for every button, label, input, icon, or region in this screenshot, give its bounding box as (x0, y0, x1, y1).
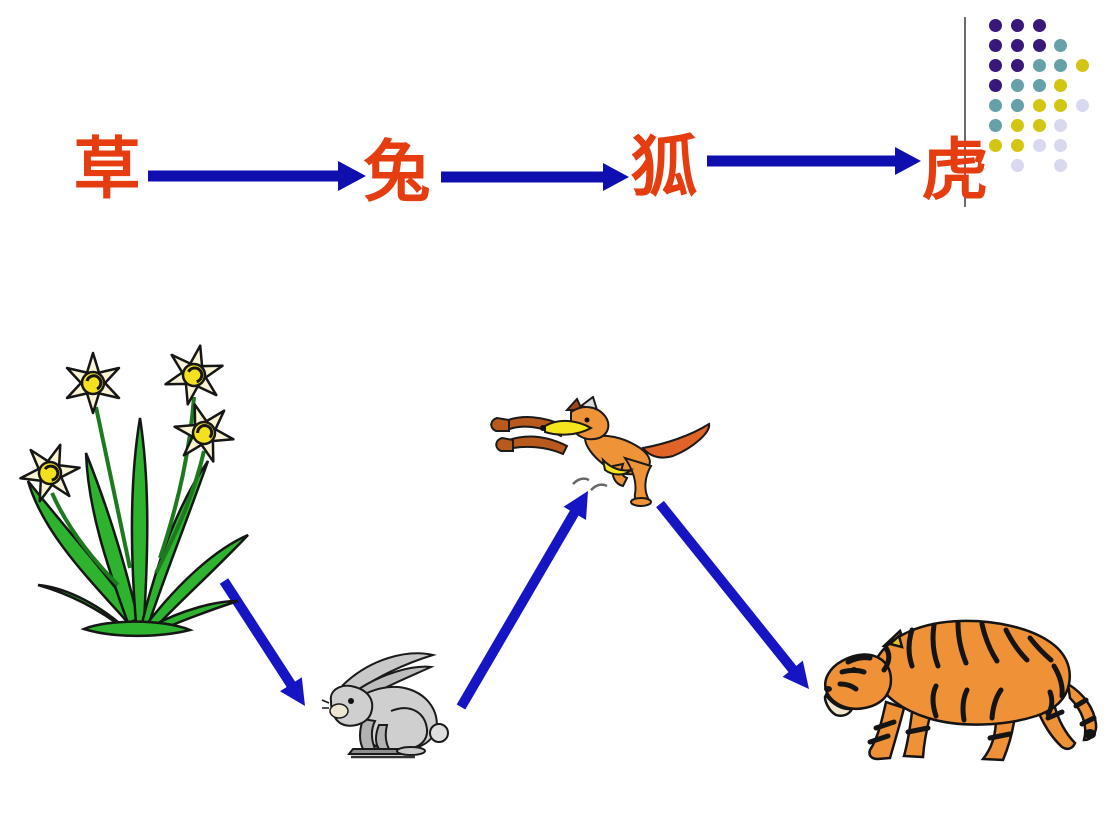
chain-arrows (148, 147, 921, 191)
chain-node-rabbit: 兔 (363, 136, 431, 210)
gray-rabbit-illustration (321, 652, 449, 759)
daffodil-flower (18, 434, 87, 512)
tiger-nose (824, 686, 832, 692)
arrow-plant-to-rabbit-shaft (219, 578, 297, 689)
decoration-dot (1032, 39, 1046, 52)
fox-motion-lines (572, 477, 608, 491)
arrow-rabbit-to-fox-head (563, 491, 588, 520)
decoration-dot (1054, 39, 1068, 52)
tiger-eye (851, 667, 857, 673)
decoration-dot (1054, 139, 1068, 152)
vertical-rule-decoration (964, 17, 966, 207)
decoration-dot (1010, 99, 1024, 112)
rabbit-eye (348, 698, 354, 704)
decoration-dot (989, 99, 1002, 112)
arrow-fox-to-tiger-shaft (656, 500, 798, 675)
decoration-dot (989, 19, 1002, 32)
decoration-dot (1010, 79, 1024, 92)
decoration-dot (1076, 99, 1090, 112)
walking-tiger-illustration (823, 619, 1098, 762)
chain-node-grass: 草 (73, 133, 141, 207)
decoration-dot (989, 39, 1002, 52)
leaping-fox-illustration (490, 396, 711, 507)
daffodil-flower (65, 351, 121, 415)
decoration-dot (1032, 119, 1046, 132)
decoration-dot (1032, 79, 1046, 92)
decoration-dot (1010, 39, 1024, 52)
chain-node-tiger: 虎 (921, 134, 989, 208)
rabbit-whiskers (321, 699, 330, 709)
tiger-body (823, 619, 1098, 762)
fox-nose (540, 425, 546, 431)
decoration-dot (1010, 19, 1024, 32)
decoration-dot (1032, 99, 1046, 112)
decoration-dot (1032, 59, 1046, 72)
decoration-dot (1032, 139, 1046, 152)
chain-arrow-3-head (895, 147, 921, 175)
decoration-dot (1054, 159, 1068, 172)
stems (50, 396, 206, 587)
daffodil-plant-illustration (18, 338, 249, 638)
diagram-arrows (219, 491, 809, 710)
dot-grid-decoration (989, 19, 1099, 184)
decoration-dot (1010, 119, 1024, 132)
fox-body (490, 396, 711, 507)
decoration-dot (1054, 119, 1068, 132)
decoration-dot (989, 139, 1002, 152)
fox-eye (584, 417, 590, 423)
decoration-dot (1010, 139, 1024, 152)
decoration-dot (1054, 79, 1068, 92)
leaves (26, 417, 249, 638)
decoration-dot (1010, 159, 1024, 172)
tiger-tail-tip (1084, 729, 1096, 739)
chain-arrow-1-head (338, 161, 366, 191)
decoration-dot (1076, 59, 1090, 72)
arrow-fox-to-tiger-head (782, 660, 809, 689)
decoration-dot (989, 79, 1002, 92)
decoration-dot (1054, 59, 1068, 72)
arrow-plant-to-rabbit-head (280, 677, 305, 706)
rabbit-body (329, 652, 449, 756)
decoration-dot (989, 119, 1002, 132)
decoration-dot (989, 59, 1002, 72)
arrow-rabbit-to-fox-shaft (456, 507, 581, 710)
chain-arrow-2-head (603, 163, 629, 191)
chain-node-fox: 狐 (630, 131, 698, 205)
decoration-dot (1010, 59, 1024, 72)
decoration-dot (1054, 99, 1068, 112)
tiger-stripes (837, 620, 1097, 745)
decoration-dot (1032, 19, 1046, 32)
